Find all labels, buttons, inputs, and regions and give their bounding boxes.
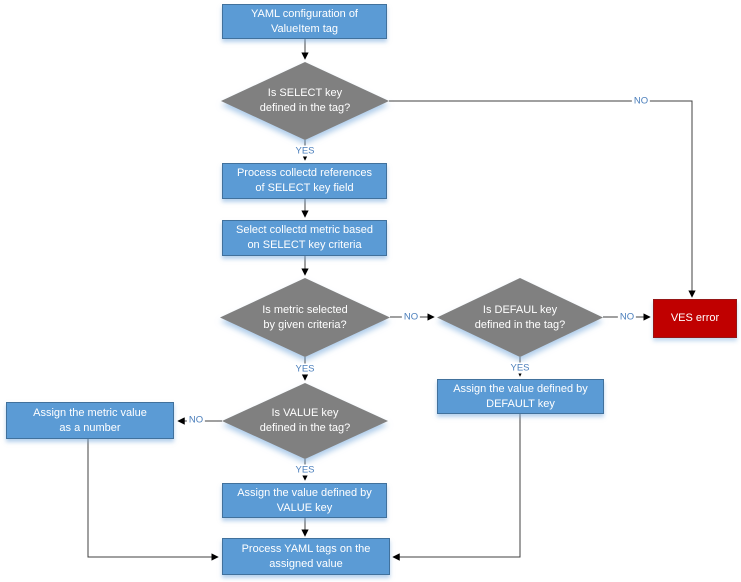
node-process-yaml-line1: Process YAML tags on the: [241, 542, 371, 555]
node-assign-value: Assign the value defined by VALUE key: [222, 483, 387, 518]
node-start-line1: YAML configuration of: [250, 7, 358, 20]
node-ves-error-label: VES error: [670, 312, 720, 325]
node-default-decision: Is DEFAUL key defined in the tag?: [437, 278, 603, 357]
node-metric-decision: Is metric selected by given criteria?: [220, 278, 390, 357]
select-decision-line2: defined in the tag?: [259, 102, 351, 114]
select-decision-line1: Is SELECT key: [267, 87, 343, 100]
node-select-metric-line2: on SELECT key criteria: [247, 239, 362, 251]
node-process-refs: Process collectd references of SELECT ke…: [222, 163, 387, 199]
edge-assigndefault-to-processyaml: [392, 413, 521, 561]
edge-label-value-yes: YES: [293, 464, 317, 476]
node-assign-number: Assign the metric value as a number: [6, 402, 174, 439]
value-decision-line2: defined in the tag?: [259, 422, 351, 434]
node-process-refs-line2: of SELECT key field: [255, 182, 354, 194]
node-start: YAML configuration of ValueItem tag: [222, 4, 387, 39]
node-assign-value-line2: VALUE key: [276, 501, 333, 514]
edge-label-select-yes: YES: [293, 145, 317, 157]
default-decision-line2: defined in the tag?: [474, 318, 566, 331]
node-process-yaml-line2: assigned value: [269, 557, 343, 570]
metric-decision-line1: Is metric selected: [262, 303, 348, 316]
node-select-metric: Select collectd metric based on SELECT k…: [222, 220, 387, 256]
node-select-metric-line1: Select collectd metric based: [236, 224, 373, 237]
edge-label-default-yes: YES: [508, 362, 532, 374]
edge-label-metric-no: NO: [401, 311, 421, 323]
default-decision-shape: Is DEFAUL key defined in the tag?: [437, 278, 603, 357]
node-select-decision: Is SELECT key defined in the tag?: [221, 62, 389, 140]
value-decision-line1: Is VALUE key: [271, 407, 339, 420]
edge-label-metric-yes: YES: [293, 363, 317, 375]
edge-assignnumber-to-processyaml: [87, 438, 219, 561]
node-assign-number-line2: as a number: [59, 421, 121, 434]
node-assign-value-line1: Assign the value defined by: [237, 486, 372, 499]
edge-select-no-to-ves: [389, 100, 696, 298]
node-assign-default: Assign the value defined by DEFAULT key: [437, 379, 604, 414]
edge-label-default-no: NO: [617, 311, 637, 323]
node-value-decision: Is VALUE key defined in the tag?: [222, 383, 388, 459]
edge-label-select-no: NO: [631, 95, 651, 107]
node-process-refs-line1: Process collectd references: [236, 167, 373, 180]
value-decision-shape: Is VALUE key defined in the tag?: [222, 383, 388, 459]
node-assign-default-line2: DEFAULT key: [486, 397, 555, 410]
node-process-yaml: Process YAML tags on the assigned value: [222, 538, 390, 575]
node-assign-number-line1: Assign the metric value: [33, 406, 147, 419]
metric-decision-shape: Is metric selected by given criteria?: [220, 278, 390, 357]
node-start-line2: ValueItem tag: [270, 22, 339, 35]
metric-decision-line2: by given criteria?: [263, 318, 347, 331]
default-decision-line1: Is DEFAUL key: [482, 303, 558, 316]
node-ves-error: VES error: [653, 299, 737, 338]
select-decision-shape: Is SELECT key defined in the tag?: [221, 62, 389, 140]
node-assign-default-line1: Assign the value defined by: [453, 382, 588, 395]
edge-label-value-no: NO: [186, 414, 206, 426]
